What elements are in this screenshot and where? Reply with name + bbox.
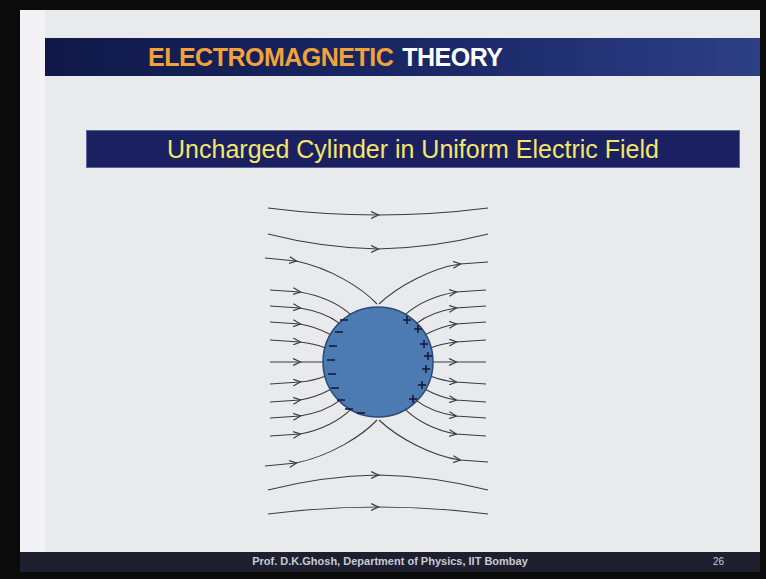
footer-bar: Prof. D.K.Ghosh, Department of Physics, … xyxy=(20,552,760,572)
slide-ground xyxy=(20,10,760,572)
title-box: Uncharged Cylinder in Uniform Electric F… xyxy=(86,130,740,168)
conducting-cylinder xyxy=(323,307,433,417)
header-band-ground xyxy=(45,38,760,76)
page-number: 26 xyxy=(713,556,724,567)
header-band: ELECTROMAGNETIC THEORY xyxy=(45,38,760,76)
header-word: THEORY xyxy=(402,43,502,72)
header-word: ELECTROMAGNETIC xyxy=(148,43,393,72)
slide-title: Uncharged Cylinder in Uniform Electric F… xyxy=(167,135,659,164)
slide-margin xyxy=(20,10,45,552)
footer-credit: Prof. D.K.Ghosh, Department of Physics, … xyxy=(252,555,528,567)
negative-charges xyxy=(327,320,365,413)
field-lines xyxy=(265,208,488,514)
positive-charges xyxy=(403,316,432,403)
